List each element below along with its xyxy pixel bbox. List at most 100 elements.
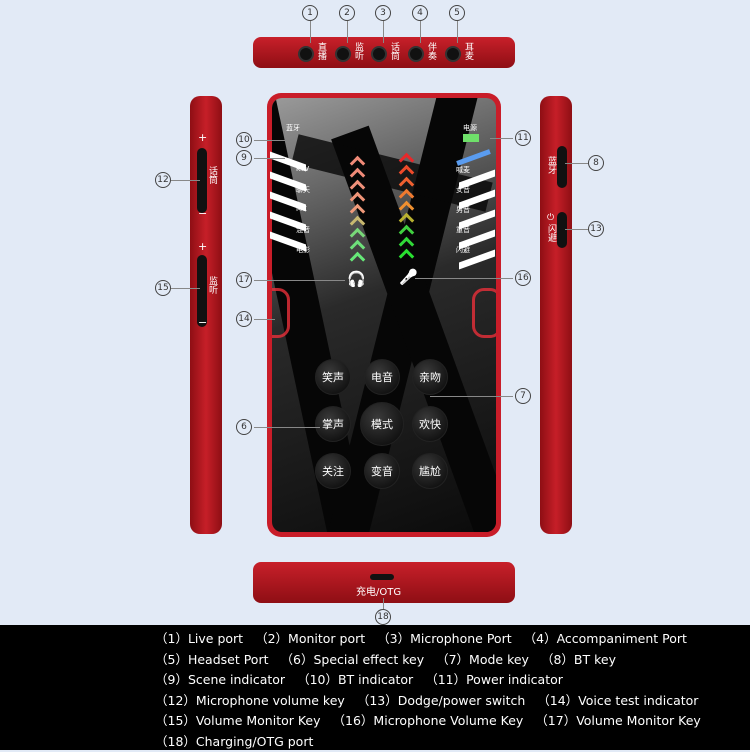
legend-item: （4）Accompaniment Port <box>524 631 687 646</box>
callout-4: 4 <box>412 5 428 21</box>
monitor-key-label: 监听 <box>206 276 219 294</box>
callout-line <box>254 319 275 320</box>
top-port-label: 话筒 <box>389 42 399 60</box>
legend-row: （18）Charging/OTG port <box>155 732 750 752</box>
charging-otg-port[interactable] <box>370 574 394 580</box>
top-port[interactable] <box>445 46 461 62</box>
callout-12: 12 <box>155 172 171 188</box>
callout-14: 14 <box>236 311 252 327</box>
battery-icon <box>463 134 479 142</box>
callout-line <box>171 288 200 289</box>
callout-13: 13 <box>588 221 604 237</box>
plus-label: + <box>198 131 207 144</box>
effect-key[interactable]: 尴尬 <box>412 453 448 489</box>
voice-label: 男音 <box>456 205 470 215</box>
voice-label: 闪避 <box>456 245 470 255</box>
callout-line <box>254 158 285 159</box>
power-indicator-label: 电源 <box>463 123 477 133</box>
scene-label: 混音 <box>296 225 310 235</box>
callout-line <box>430 396 513 397</box>
top-port[interactable] <box>371 46 387 62</box>
dodge-power-switch[interactable] <box>557 212 567 248</box>
callout-9: 9 <box>236 150 252 166</box>
legend-item: （11）Power indicator <box>425 672 563 687</box>
plus-label: + <box>198 240 207 253</box>
callout-3: 3 <box>375 5 391 21</box>
legend-item: （8）BT key <box>541 652 616 667</box>
legend-item: （7）Mode key <box>436 652 529 667</box>
effect-key[interactable]: 电音 <box>364 359 400 395</box>
effect-key[interactable]: 变音 <box>364 453 400 489</box>
callout-line <box>490 138 513 139</box>
legend-row: （5）Headset Port （6）Special effect key （7）M… <box>155 650 750 671</box>
top-port-label: 耳麦 <box>463 42 473 60</box>
callout-line <box>565 163 588 164</box>
callout-10: 10 <box>236 132 252 148</box>
voice-label: 女音 <box>456 185 470 195</box>
effect-key[interactable]: 笑声 <box>315 359 351 395</box>
top-port-label: 监听 <box>353 42 363 60</box>
callout-line <box>415 278 513 279</box>
legend-item: （6）Special effect key <box>281 652 425 667</box>
callout-line <box>310 21 311 43</box>
callout-line <box>254 140 285 141</box>
callout-line <box>171 180 200 181</box>
callout-16: 16 <box>515 270 531 286</box>
top-port[interactable] <box>408 46 424 62</box>
mic-icon: 🎤 <box>399 268 418 286</box>
callout-17: 17 <box>236 272 252 288</box>
top-port-label: 伴奏 <box>426 42 436 60</box>
legend-item: （5）Headset Port <box>155 652 269 667</box>
callout-8: 8 <box>588 155 604 171</box>
headphone-icon: 🎧 <box>347 270 366 288</box>
effect-key[interactable]: 欢快 <box>412 406 448 442</box>
scene-label: KTV <box>296 165 309 173</box>
legend-item: （10）BT indicator <box>297 672 413 687</box>
callout-1: 1 <box>302 5 318 21</box>
legend-item: （14）Voice test indicator <box>537 693 698 708</box>
bt-key-label: 蓝牙 <box>545 156 558 174</box>
dodge-key-label: 闪避 <box>545 224 558 242</box>
voice-label: 童音 <box>456 225 470 235</box>
legend-item: （3）Microphone Port <box>377 631 511 646</box>
bt-indicator-label: 蓝牙 <box>286 123 300 133</box>
callout-15: 15 <box>155 280 171 296</box>
legend-item: （12）Microphone volume key <box>155 693 345 708</box>
top-port[interactable] <box>335 46 351 62</box>
mic-key-label: 话筒 <box>206 166 219 184</box>
callout-6: 6 <box>236 419 252 435</box>
callout-11: 11 <box>515 130 531 146</box>
legend-row: （15）Volume Monitor Key （16）Microphone Vol… <box>155 711 750 732</box>
callout-line <box>420 21 421 43</box>
scene-label: 聊天 <box>296 185 310 195</box>
legend-item: （15）Volume Monitor Key <box>155 713 321 728</box>
top-port-label: 直播 <box>316 42 326 60</box>
top-port[interactable] <box>298 46 314 62</box>
callout-7: 7 <box>515 388 531 404</box>
callout-line <box>457 21 458 43</box>
callout-line <box>347 21 348 43</box>
legend-item: （16）Microphone Volume Key <box>333 713 524 728</box>
effect-key[interactable]: 掌声 <box>315 406 351 442</box>
effect-key[interactable]: 亲吻 <box>412 359 448 395</box>
callout-line <box>254 427 320 428</box>
bt-key[interactable] <box>557 146 567 188</box>
mode-key[interactable]: 模式 <box>360 402 404 446</box>
legend-item: （18）Charging/OTG port <box>155 734 313 749</box>
effect-key[interactable]: 关注 <box>315 453 351 489</box>
legend-item: （17）Volume Monitor Key <box>535 713 701 728</box>
scene-label: 电影 <box>296 245 310 255</box>
legend-row: （12）Microphone volume key（13）Dodge/power… <box>155 691 750 712</box>
legend: （1）Live port（2）Monitor port（3）Microphone… <box>0 625 750 750</box>
legend-item: （2）Monitor port <box>255 631 365 646</box>
scene-label: MC <box>296 205 307 213</box>
callout-line <box>565 229 588 230</box>
charging-otg-label: 充电/OTG <box>356 583 401 598</box>
legend-row: （1）Live port（2）Monitor port（3）Microphone… <box>155 629 750 650</box>
power-icon: ⏻ <box>545 213 555 222</box>
callout-line <box>383 21 384 43</box>
legend-row: （9）Scene indicator （10）BT indicator （11）Po… <box>155 670 750 691</box>
callout-18: 18 <box>375 609 391 625</box>
minus-label: − <box>198 316 207 329</box>
legend-item: （9）Scene indicator <box>155 672 285 687</box>
